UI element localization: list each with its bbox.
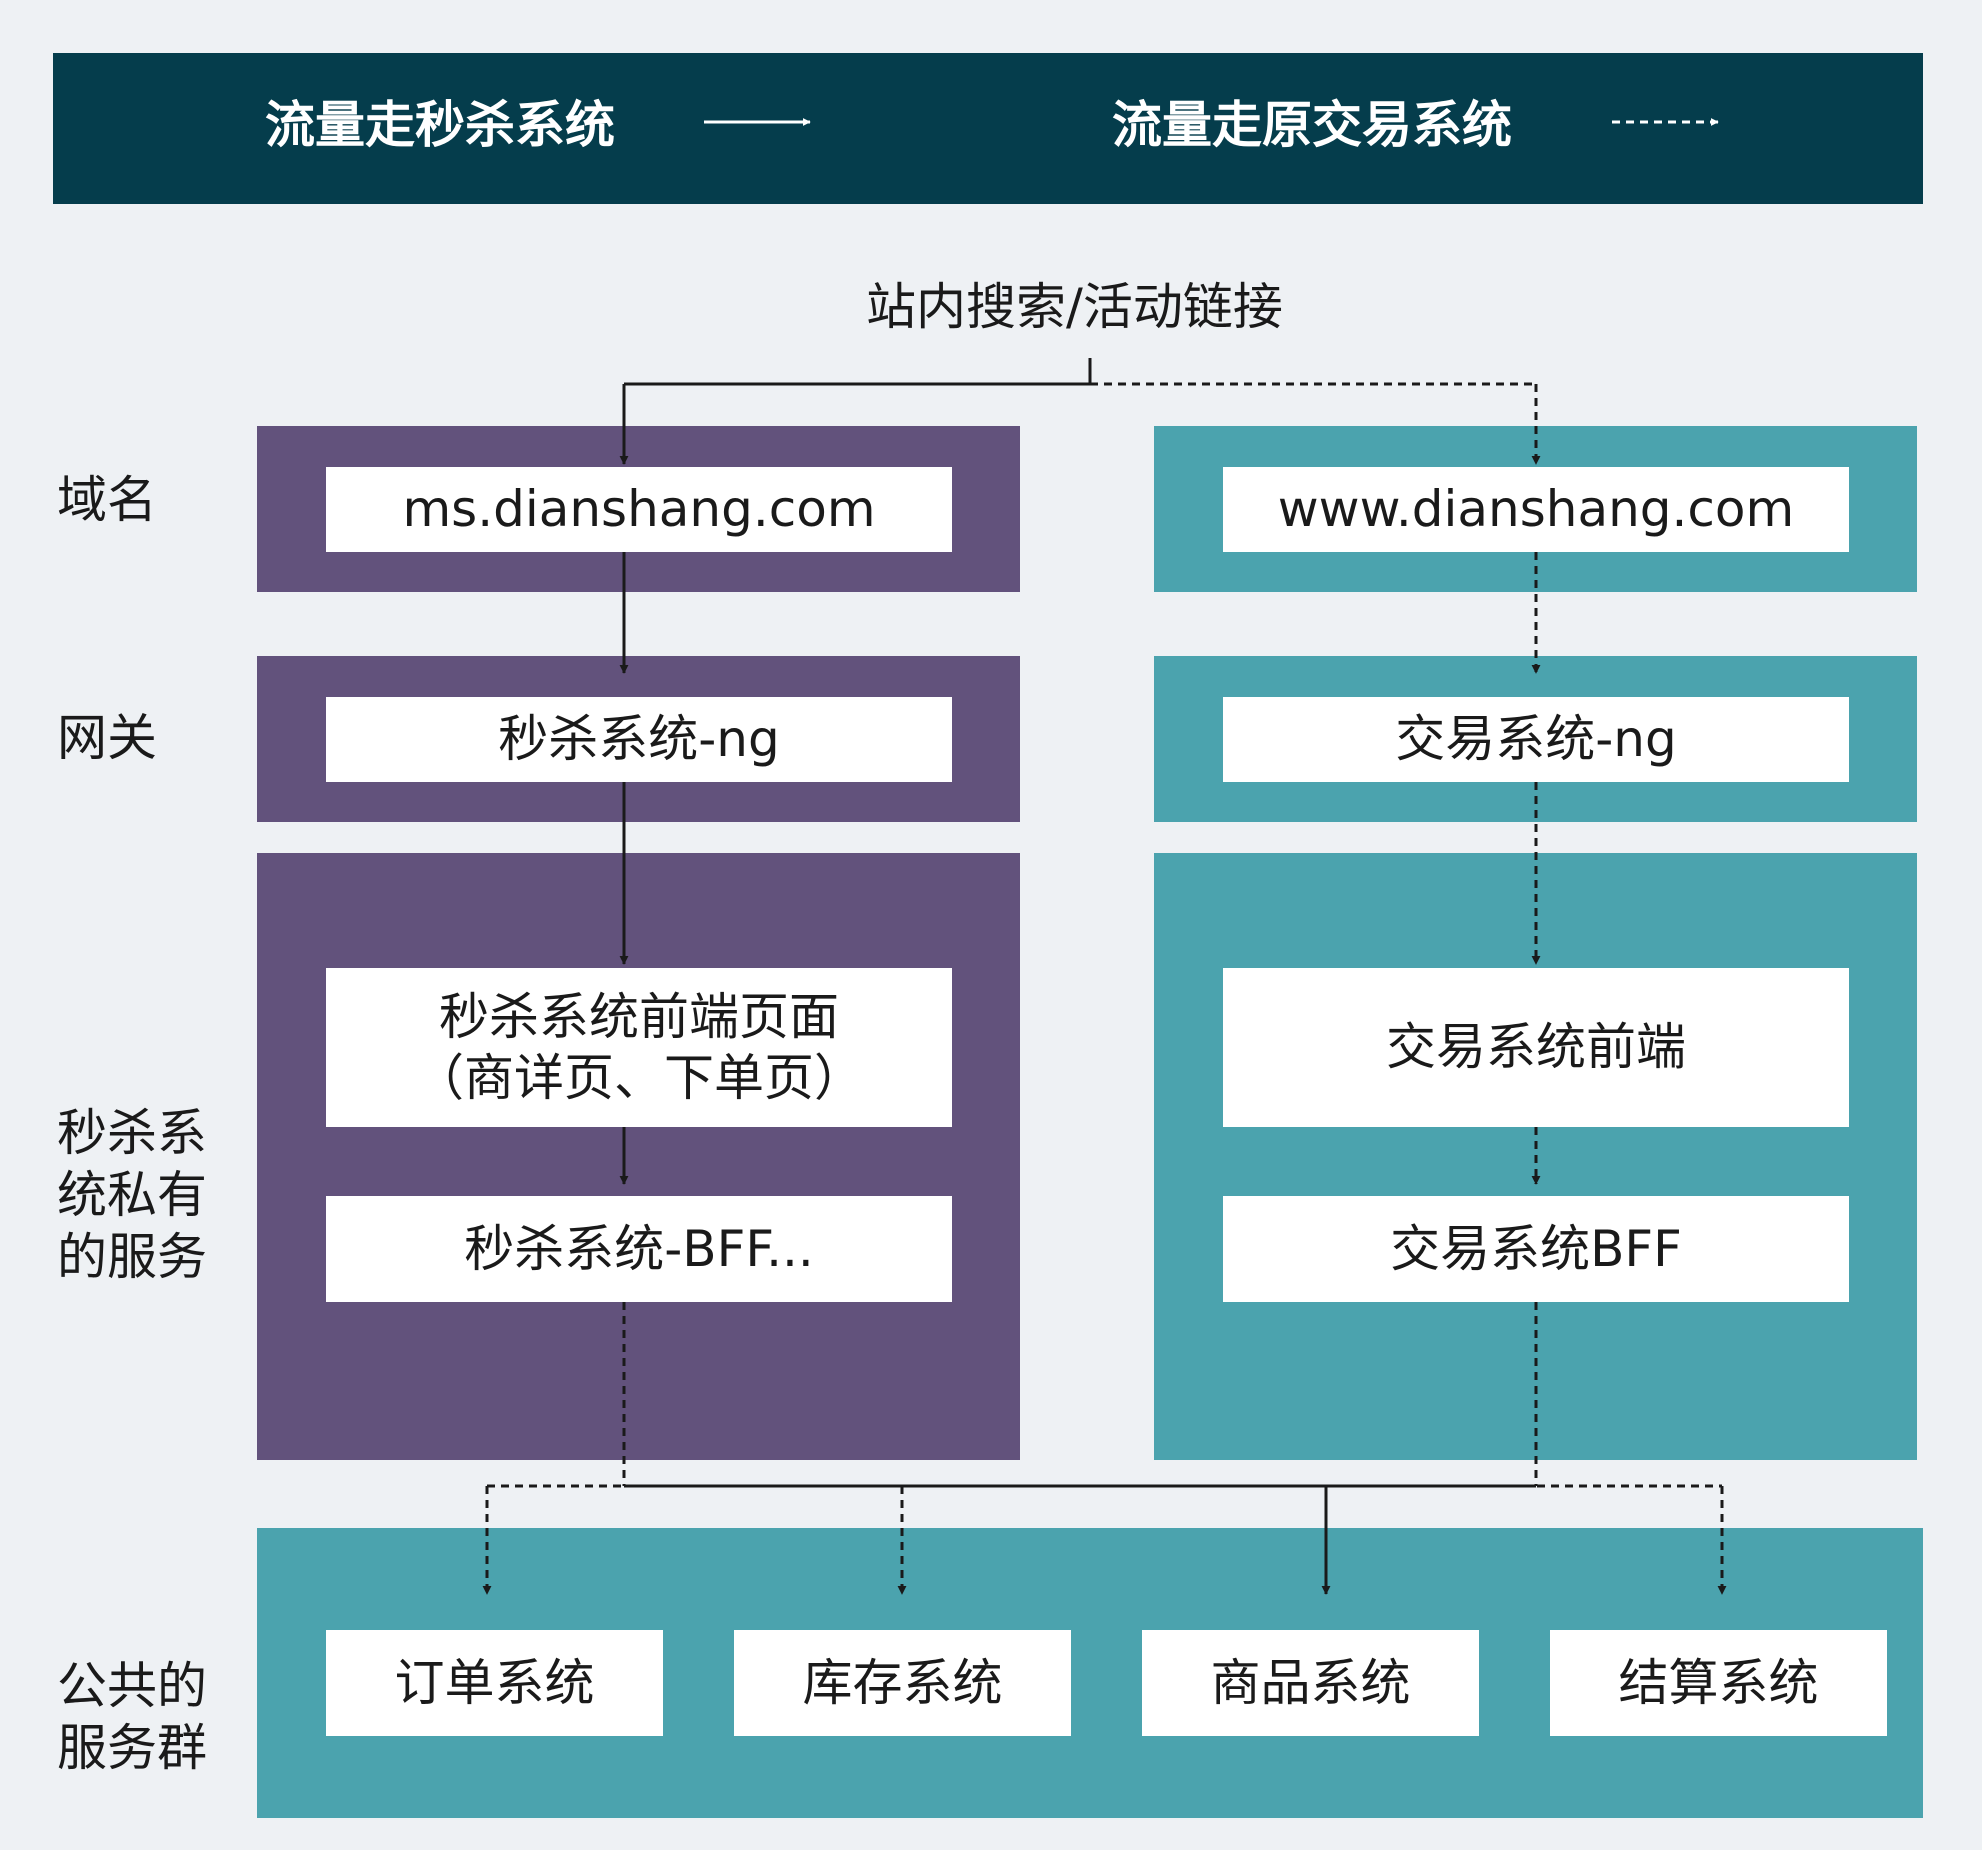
seckill-gateway-node: 秒杀系统-ng [326, 697, 952, 782]
trade-gateway-text: 交易系统-ng [1395, 710, 1677, 768]
order-system-text: 订单系统 [394, 1653, 595, 1712]
trade-frontend-text: 交易系统前端 [1386, 1018, 1686, 1076]
seckill-bff-text: 秒杀系统-BFF... [464, 1219, 814, 1278]
seckill-bff-node: 秒杀系统-BFF... [326, 1196, 952, 1302]
trade-domain-text: www.dianshang.com [1277, 480, 1795, 538]
shared-service-node: 商品系统 [1142, 1630, 1479, 1736]
row-label-domain: 域名 [57, 471, 157, 529]
seckill-frontend-node: 秒杀系统前端页面 （商详页、下单页） [326, 968, 952, 1127]
trade-bff-text: 交易系统BFF [1390, 1219, 1682, 1278]
legend-bar [53, 53, 1923, 204]
inventory-system-text: 库存系统 [802, 1653, 1003, 1712]
row-label-private-services: 秒杀系 统私有 的服务 [57, 1104, 207, 1286]
row-label-shared-services: 公共的 服务群 [57, 1657, 207, 1777]
shared-service-node: 结算系统 [1550, 1630, 1887, 1736]
shared-service-node: 库存系统 [734, 1630, 1071, 1736]
trade-gateway-node: 交易系统-ng [1223, 697, 1849, 782]
seckill-services-panel [257, 853, 1020, 1460]
trade-frontend-node: 交易系统前端 [1223, 968, 1849, 1127]
product-system-text: 商品系统 [1210, 1653, 1411, 1712]
shared-service-node: 订单系统 [326, 1630, 663, 1736]
seckill-domain-text: ms.dianshang.com [402, 480, 876, 538]
trade-domain-node: www.dianshang.com [1223, 467, 1849, 552]
legend-seckill-label: 流量走秒杀系统 [265, 96, 615, 154]
entry-label: 站内搜索/活动链接 [866, 278, 1283, 336]
trade-bff-node: 交易系统BFF [1223, 1196, 1849, 1302]
settlement-system-text: 结算系统 [1618, 1653, 1819, 1712]
legend-original-label: 流量走原交易系统 [1112, 96, 1512, 154]
seckill-frontend-text: 秒杀系统前端页面 （商详页、下单页） [414, 987, 864, 1107]
seckill-domain-node: ms.dianshang.com [326, 467, 952, 552]
seckill-gateway-text: 秒杀系统-ng [498, 710, 780, 768]
row-label-gateway: 网关 [57, 709, 157, 767]
